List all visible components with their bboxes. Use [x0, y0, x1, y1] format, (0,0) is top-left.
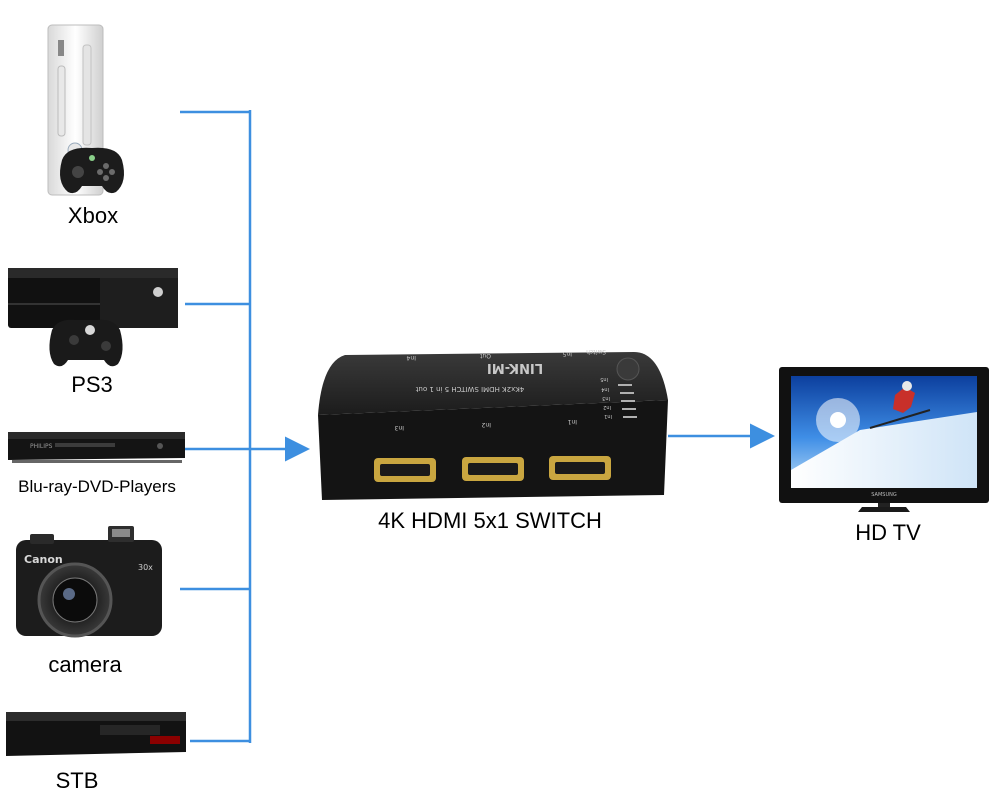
switch-button-label: Switch — [586, 348, 606, 355]
device-label-xbox: Xbox — [67, 203, 119, 228]
dvd-player-icon: PHILIPS — [8, 432, 185, 463]
switch-printed-text: LINK-MI 4Kx2K HDMI SWITCH 5 in 1 out Swi… — [394, 348, 612, 431]
set-top-box-icon — [6, 712, 186, 756]
camera-icon: Canon 30x — [16, 526, 162, 638]
xbox-360-console-icon — [47, 24, 124, 196]
top-port-in5: In5 — [562, 350, 572, 357]
switch-brand: LINK-MI — [487, 360, 543, 375]
svg-text:Canon: Canon — [24, 553, 63, 566]
led-label-in3: In3 — [602, 395, 610, 401]
hdmi-switch-icon — [318, 352, 668, 500]
tv-brand: SAMSUNG — [871, 492, 897, 498]
front-port-in2: In2 — [481, 421, 491, 428]
top-port-in4: In4 — [406, 354, 416, 361]
led-label-in5: In5 — [600, 376, 608, 382]
svg-text:30x: 30x — [138, 563, 153, 572]
device-label-stb: STB — [55, 768, 99, 793]
switch-model-text: 4Kx2K HDMI SWITCH 5 in 1 out — [415, 385, 524, 393]
led-label-in1: In1 — [604, 413, 612, 419]
top-port-out: Out — [479, 352, 491, 359]
led-label-in4: In4 — [601, 386, 609, 392]
svg-text:PHILIPS: PHILIPS — [30, 443, 53, 450]
switch-leds — [618, 384, 637, 418]
device-label-camera: camera — [48, 652, 122, 677]
front-port-in3: In3 — [394, 424, 404, 431]
switch-label: 4K HDMI 5x1 SWITCH — [378, 508, 602, 533]
led-label-in2: In2 — [603, 404, 611, 410]
tv-label: HD TV — [855, 520, 921, 545]
xbox-one-console-icon — [8, 268, 178, 367]
device-label-bluray: Blu-ray-DVD-Players — [18, 477, 176, 496]
front-port-in1: In1 — [567, 418, 577, 425]
device-label-ps3: PS3 — [71, 372, 113, 397]
connector-lines — [180, 110, 775, 743]
tv-icon: SAMSUNG — [779, 367, 989, 512]
